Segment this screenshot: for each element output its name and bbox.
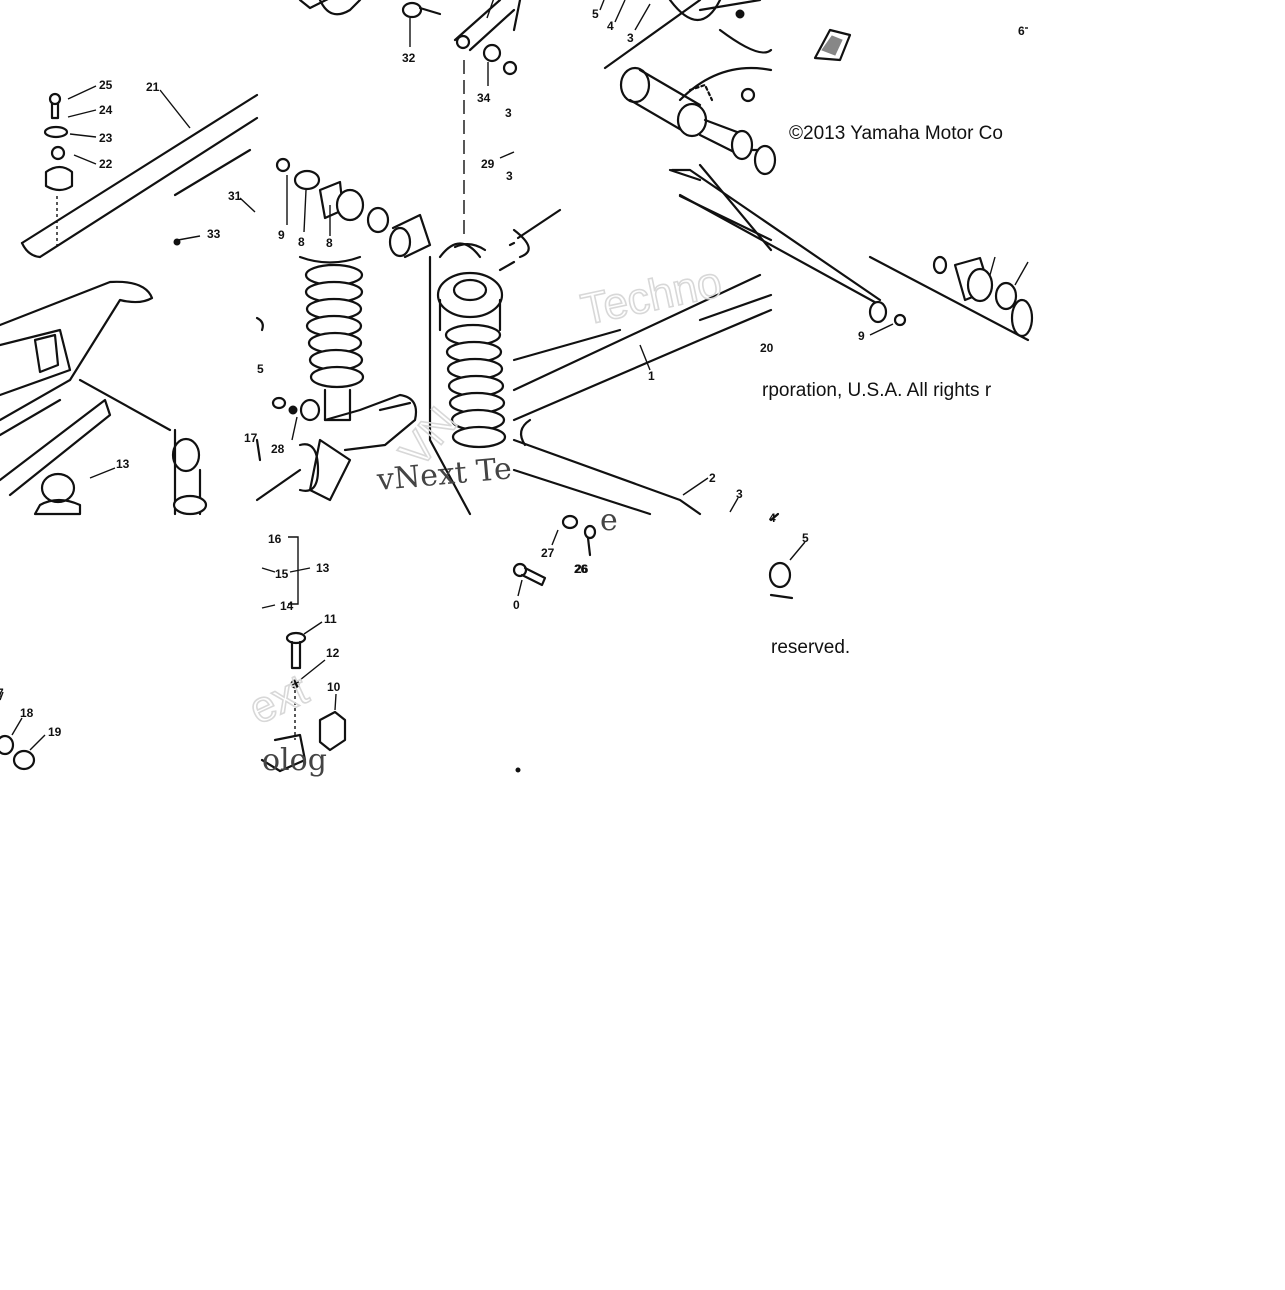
callout-33: 33 [207, 227, 221, 241]
callout-26b: 26 [575, 562, 589, 576]
callout-34: 34 [477, 91, 491, 105]
callout-23: 23 [99, 131, 113, 145]
tile-middle-left [0, 280, 208, 516]
callout-32: 32 [402, 51, 416, 65]
callout-4a: 4 [607, 19, 614, 33]
callout-4b: 4 [769, 511, 776, 525]
callout-12: 12 [326, 646, 340, 660]
callout-22: 22 [99, 157, 113, 171]
callout-27: 27 [541, 546, 555, 560]
tile-top-right [813, 27, 1028, 62]
callout-20: 20 [760, 341, 774, 355]
watermark-techno: Techno [577, 257, 726, 334]
copyright-notice: ©2013 Yamaha Motor Co rporation, U.S.A. … [762, 123, 1003, 658]
tile-top-middle [275, 0, 518, 272]
callout-28: 28 [271, 442, 285, 456]
callout-8b: 8 [326, 236, 333, 250]
tile-lower-left [0, 691, 46, 771]
callout-24: 24 [99, 103, 113, 117]
tile-lower-middle [260, 536, 347, 773]
callout-2: 2 [709, 471, 716, 485]
callout-0: 0 [513, 598, 520, 612]
callout-numbers: 25 24 23 22 21 31 33 32 34 3 29 3 9 8 5 … [0, 7, 1025, 739]
callout-10: 10 [327, 680, 341, 694]
callout-31: 31 [228, 189, 242, 203]
copyright-line-1: ©2013 Yamaha Motor Co [789, 123, 1003, 144]
callout-21: 21 [146, 80, 160, 94]
callout-13b: 13 [316, 561, 330, 575]
copyright-line-3: reserved. [771, 637, 850, 658]
tile-center [255, 255, 507, 516]
callout-29: 29 [481, 157, 495, 171]
callout-14: 14 [280, 599, 294, 613]
callout-9b: 9 [858, 329, 865, 343]
callout-26a: 26 [574, 562, 588, 576]
watermark-olog: olog [262, 743, 327, 778]
callout-6: 6 [1018, 24, 1025, 38]
callout-17: 17 [244, 431, 258, 445]
callout-9: 9 [278, 228, 285, 242]
copyright-line-2: rporation, U.S.A. All rights r [762, 380, 992, 401]
callout-13a: 13 [116, 457, 130, 471]
callout-15: 15 [275, 567, 289, 581]
callout-3a: 3 [505, 106, 512, 120]
callout-3c: 3 [627, 31, 634, 45]
callout-5c: 5 [257, 362, 264, 376]
watermark-e: e [600, 503, 618, 538]
callout-18: 18 [20, 706, 34, 720]
callout-25: 25 [99, 78, 113, 92]
tile-center-right [512, 273, 773, 516]
callout-5b: 5 [802, 531, 809, 545]
tile-lower-right [768, 512, 806, 600]
callout-1: 1 [648, 369, 655, 383]
callout-3b: 3 [506, 169, 513, 183]
callout-5a: 5 [592, 7, 599, 21]
callout-3d: 3 [736, 487, 743, 501]
callout-7: 7 [0, 686, 4, 700]
callout-16: 16 [268, 532, 282, 546]
callout-8: 8 [298, 235, 305, 249]
tile-lower-center-right [512, 514, 597, 773]
tile-top-center-right [512, 0, 777, 259]
tile-middle-right [670, 168, 1034, 342]
callout-19: 19 [48, 725, 62, 739]
callout-11: 11 [324, 612, 337, 626]
watermark-ext: ext [242, 665, 316, 734]
tile-top-left [20, 85, 259, 259]
watermark-vnext-te: vNext Te [375, 451, 513, 498]
